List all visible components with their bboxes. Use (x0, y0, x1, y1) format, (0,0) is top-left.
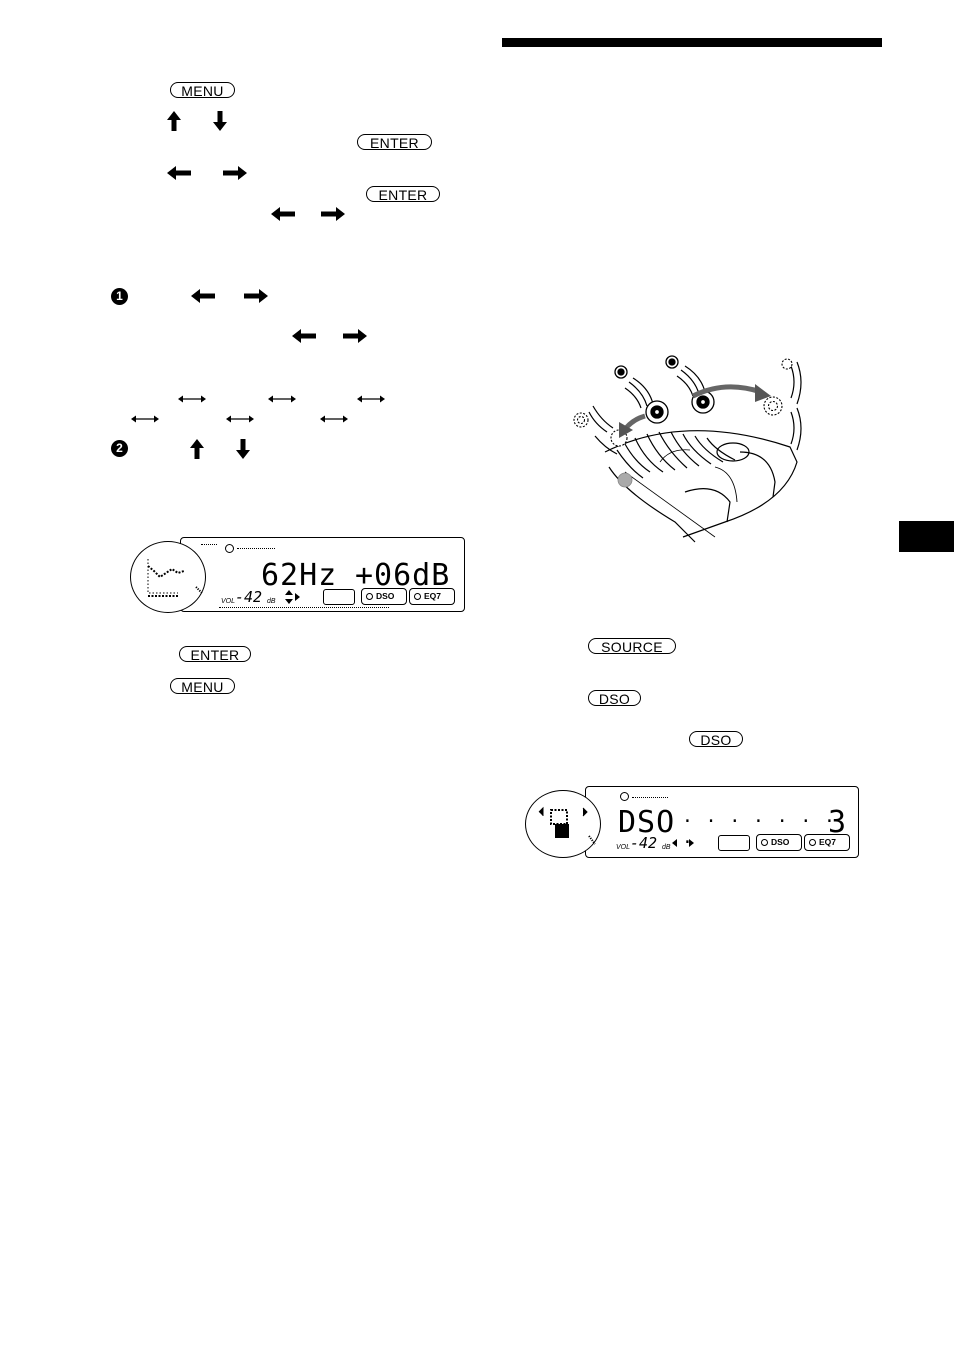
arrow-left-icon (271, 207, 295, 221)
dso-dot-icon (761, 839, 768, 846)
vol-value: -42 (235, 588, 263, 606)
eq7-dot-icon (414, 593, 421, 600)
menu-button[interactable]: MENU (170, 82, 235, 99)
dso-label: DSO (771, 837, 790, 847)
enter-button[interactable]: ENTER (357, 134, 432, 151)
up-down-right-indicator-icon (285, 590, 300, 604)
enter-button-2[interactable]: ENTER (366, 186, 440, 203)
dso-level: 3 (828, 805, 847, 840)
car-seat-icon (538, 806, 596, 845)
arrow-left-icon (292, 329, 316, 343)
dso-indicator: DSO (756, 834, 802, 851)
dso-level-dots: · · · · · · · · (682, 811, 836, 853)
double-arrow-icon (226, 415, 254, 423)
dotted-rule (201, 544, 217, 545)
eq-lcd-display: 62Hz +06dB VOL -42 dB DSO EQ7 (130, 537, 465, 613)
eq7-indicator: EQ7 (804, 834, 850, 851)
disc-indicator-icon (620, 792, 629, 801)
dotted-rule (632, 797, 668, 798)
arrow-right-icon (343, 329, 367, 343)
arrow-right-icon (321, 207, 345, 221)
arrow-right-icon (223, 166, 247, 180)
double-arrow-icon (131, 415, 159, 423)
arrow-right-icon (244, 289, 268, 303)
dso-lcd-panel: DSO · · · · · · · · 3 VOL -42 dB DSO EQ7 (585, 786, 859, 858)
vol-unit: dB (662, 844, 671, 851)
step-1-marker: 1 (111, 288, 128, 305)
dso-dot-icon (366, 593, 373, 600)
vol-unit: dB (267, 598, 276, 605)
dso-speaker-illustration (573, 355, 802, 543)
dso-indicator: DSO (361, 588, 407, 605)
disc-indicator-icon (225, 544, 234, 553)
eq7-indicator: EQ7 (409, 588, 455, 605)
vol-value: -42 (630, 834, 658, 852)
double-arrow-icon (178, 395, 206, 403)
dso-mode-text: DSO (618, 805, 676, 840)
vol-label: VOL (616, 844, 631, 851)
source-button[interactable]: SOURCE (588, 638, 676, 655)
eq-gain: +06dB (355, 558, 451, 593)
eq-curve-icon (147, 559, 203, 597)
blank-indicator-box (323, 589, 355, 605)
section-header-bar (502, 38, 882, 47)
dso-lcd-display: DSO · · · · · · · · 3 VOL -42 dB DSO EQ7 (525, 786, 859, 858)
side-index-tab (899, 521, 954, 552)
double-arrow-icon (357, 395, 385, 403)
menu-button-2[interactable]: MENU (170, 678, 235, 695)
dso-button[interactable]: DSO (588, 690, 641, 707)
dso-button-2[interactable]: DSO (689, 731, 743, 748)
dotted-rule (237, 548, 275, 549)
eq7-label: EQ7 (424, 591, 442, 601)
enter-button-3[interactable]: ENTER (179, 646, 251, 663)
arrow-up-icon (167, 111, 181, 131)
eq-frequency: 62Hz (261, 558, 338, 593)
arrow-down-icon (236, 439, 250, 459)
left-right-indicator-icon (672, 839, 694, 847)
eq7-dot-icon (809, 839, 816, 846)
vol-label: VOL (221, 598, 236, 605)
eq-lcd-panel: 62Hz +06dB VOL -42 dB DSO EQ7 (180, 537, 465, 612)
dotted-rule (219, 607, 389, 608)
eq-curve-dial (130, 541, 206, 613)
blank-indicator-box (718, 835, 750, 851)
step-2-marker: 2 (111, 440, 128, 457)
arrow-left-icon (191, 289, 215, 303)
arrow-down-icon (213, 111, 227, 131)
dso-label: DSO (376, 591, 395, 601)
double-arrow-icon (268, 395, 296, 403)
double-arrow-icon (320, 415, 348, 423)
dso-speaker-dial (525, 790, 601, 858)
arrow-up-icon (190, 439, 204, 459)
eq7-label: EQ7 (819, 837, 837, 847)
arrow-left-icon (167, 166, 191, 180)
